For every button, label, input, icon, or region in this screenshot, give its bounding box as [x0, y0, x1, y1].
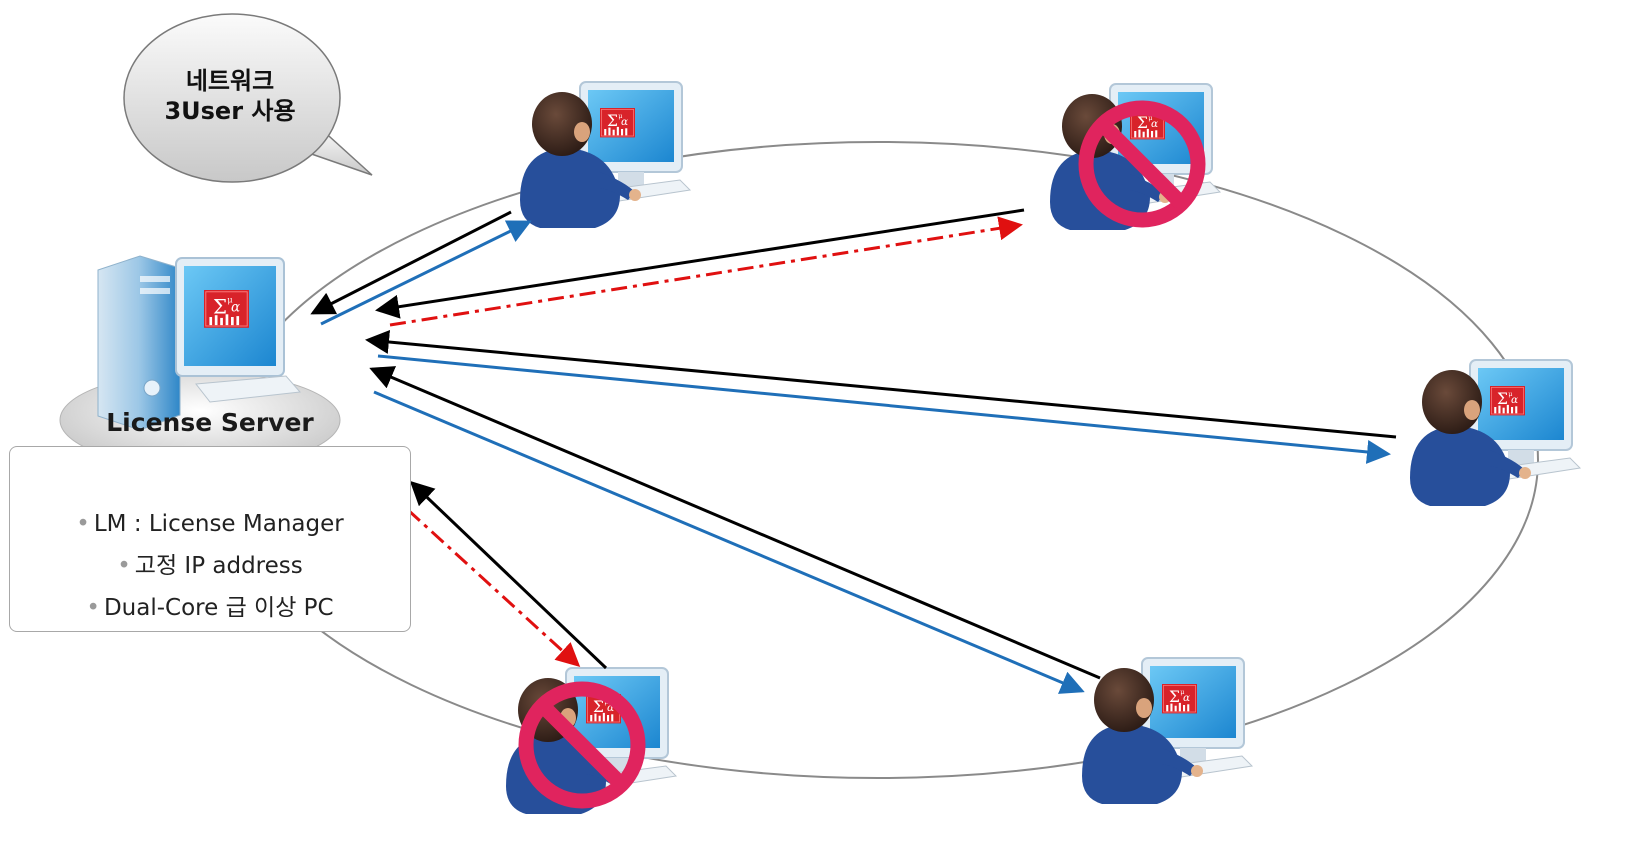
client-bottom-right	[1082, 658, 1252, 804]
denied-arrow-top-right	[389, 216, 1023, 327]
bubble-line-1: 네트워크	[185, 67, 275, 95]
server-detail-item: •Dual-Core 급 이상 PC	[86, 595, 334, 621]
denied-arrow-bottom-left	[406, 508, 581, 668]
server-info-box: •LM : License Manager •고정 IP address •Du…	[9, 446, 411, 632]
grant-arrow-bottom-right	[373, 390, 1085, 694]
server-computer-icon	[59, 255, 341, 469]
request-arrow-bottom-right	[369, 366, 1101, 680]
bullet-icon: •	[117, 553, 131, 579]
network-ring	[217, 141, 1539, 779]
bullet-icon: •	[76, 511, 90, 537]
grant-arrow-right	[377, 354, 1391, 464]
bullet-icon: •	[86, 595, 100, 621]
server-label: License Server	[106, 408, 314, 437]
server-detail-item: •고정 IP address	[117, 553, 303, 579]
bubble-line-2: 3User 사용	[164, 97, 296, 125]
request-arrow-right	[365, 330, 1397, 439]
server-detail-item: •LM : License Manager	[76, 511, 344, 537]
client-top-left	[520, 82, 690, 228]
bubble-text: 네트워크 3User 사용	[160, 66, 300, 126]
request-arrow-bottom-left	[409, 480, 608, 670]
speech-bubble-icon	[123, 13, 373, 183]
request-arrow-top-right	[375, 208, 1025, 319]
grant-arrow-top-left	[320, 220, 532, 326]
request-arrow-top-left	[310, 210, 512, 315]
client-right	[1410, 360, 1580, 506]
